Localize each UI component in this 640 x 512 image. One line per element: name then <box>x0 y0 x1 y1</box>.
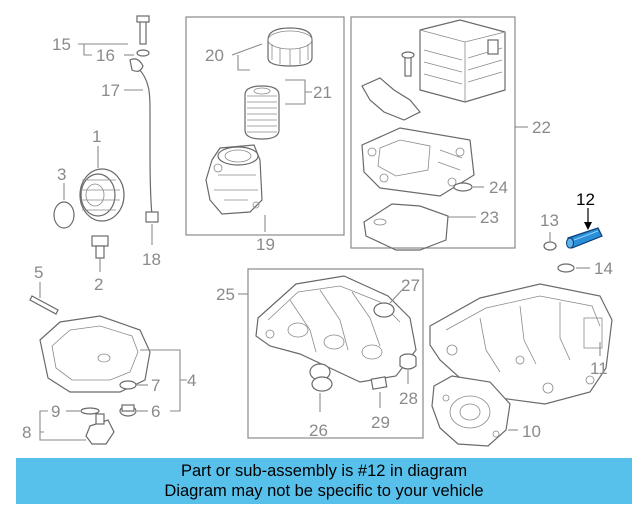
leader-4 <box>140 349 187 412</box>
callout-19: 19 <box>256 235 275 254</box>
part-24-o-ring <box>453 182 473 192</box>
leader-20 <box>231 43 263 71</box>
callout-9: 9 <box>51 402 60 421</box>
callout-5: 5 <box>34 263 43 282</box>
callout-13: 13 <box>540 211 559 230</box>
callout-12: 12 <box>576 190 595 209</box>
callout-27: 27 <box>401 276 420 295</box>
group-box-25 <box>247 268 424 439</box>
callout-28: 28 <box>399 389 418 408</box>
callout-6: 6 <box>151 402 160 421</box>
part-3-seal <box>53 201 75 229</box>
info-banner: Part or sub-assembly is #12 in diagram D… <box>16 458 632 504</box>
group-box-22 <box>350 16 516 249</box>
leader-15 <box>78 43 128 56</box>
part-27-gasket <box>373 302 395 318</box>
part-1-pulley <box>79 168 125 222</box>
callout-29: 29 <box>371 413 390 432</box>
callout-8: 8 <box>22 423 31 442</box>
parts-diagram: 15 16 17 1 3 2 18 5 4 7 6 9 8 20 21 19 2… <box>22 15 613 447</box>
part-21-filter-element <box>244 85 280 140</box>
leader-27 <box>389 289 403 304</box>
callout-15: 15 <box>52 35 71 54</box>
callout-3: 3 <box>57 165 66 184</box>
part-11-oil-pan-upper <box>429 283 613 405</box>
callout-7: 7 <box>151 376 160 395</box>
part-12-highlighted <box>566 227 603 249</box>
part-13-seal <box>543 241 557 251</box>
part-10-oil-pump <box>431 375 511 447</box>
callout-26: 26 <box>309 421 328 440</box>
part-5-sensor <box>29 295 59 315</box>
leader-12-arrow <box>584 222 592 230</box>
callout-23: 23 <box>480 208 499 227</box>
callout-25: 25 <box>216 285 235 304</box>
part-26-gasket <box>309 363 333 392</box>
callout-18: 18 <box>142 250 161 269</box>
callout-22: 22 <box>532 118 551 137</box>
part-19-filter-housing <box>205 144 263 215</box>
callout-10: 10 <box>522 422 541 441</box>
part-22-oil-cooler <box>419 19 506 103</box>
callout-14: 14 <box>594 259 613 278</box>
callout-20: 20 <box>205 46 224 65</box>
part-8-oil-level-sensor <box>85 413 115 445</box>
banner-line-1: Part or sub-assembly is #12 in diagram <box>180 462 468 480</box>
part-9-seal <box>80 407 100 415</box>
part-29-gasket <box>370 376 388 390</box>
leader-8 <box>39 410 86 441</box>
callout-11: 11 <box>590 359 608 378</box>
part-15-bolt <box>136 15 150 45</box>
callout-21: 21 <box>313 83 332 102</box>
group-box-19 <box>185 16 345 236</box>
callout-24: 24 <box>489 178 508 197</box>
part-22-gasket-upper <box>361 77 421 121</box>
part-23-gasket <box>363 203 449 251</box>
part-22-adapter-plate <box>361 127 475 197</box>
part-28-seal <box>399 353 417 370</box>
callout-16: 16 <box>96 46 115 65</box>
part-20-filter-cap <box>267 27 313 67</box>
part-14-o-ring <box>557 263 575 273</box>
part-7-gasket <box>119 380 137 390</box>
part-25-intake-manifold <box>255 275 417 383</box>
part-22-bolt <box>401 51 415 77</box>
part-17-dipstick-tube <box>137 67 153 216</box>
part-4-oil-pan-lower <box>39 315 151 393</box>
part-17-dipstick-handle <box>129 58 144 72</box>
banner-line-2: Diagram may not be specific to your vehi… <box>164 482 484 500</box>
callout-4: 4 <box>187 371 196 390</box>
leader-21 <box>285 79 312 105</box>
part-2-bolt <box>91 235 109 259</box>
part-6-drain-plug <box>119 404 137 417</box>
callout-2: 2 <box>94 275 103 294</box>
callout-1: 1 <box>92 127 101 146</box>
part-18-seal <box>145 211 159 223</box>
callout-17: 17 <box>101 81 120 100</box>
part-16-washer <box>136 49 150 57</box>
